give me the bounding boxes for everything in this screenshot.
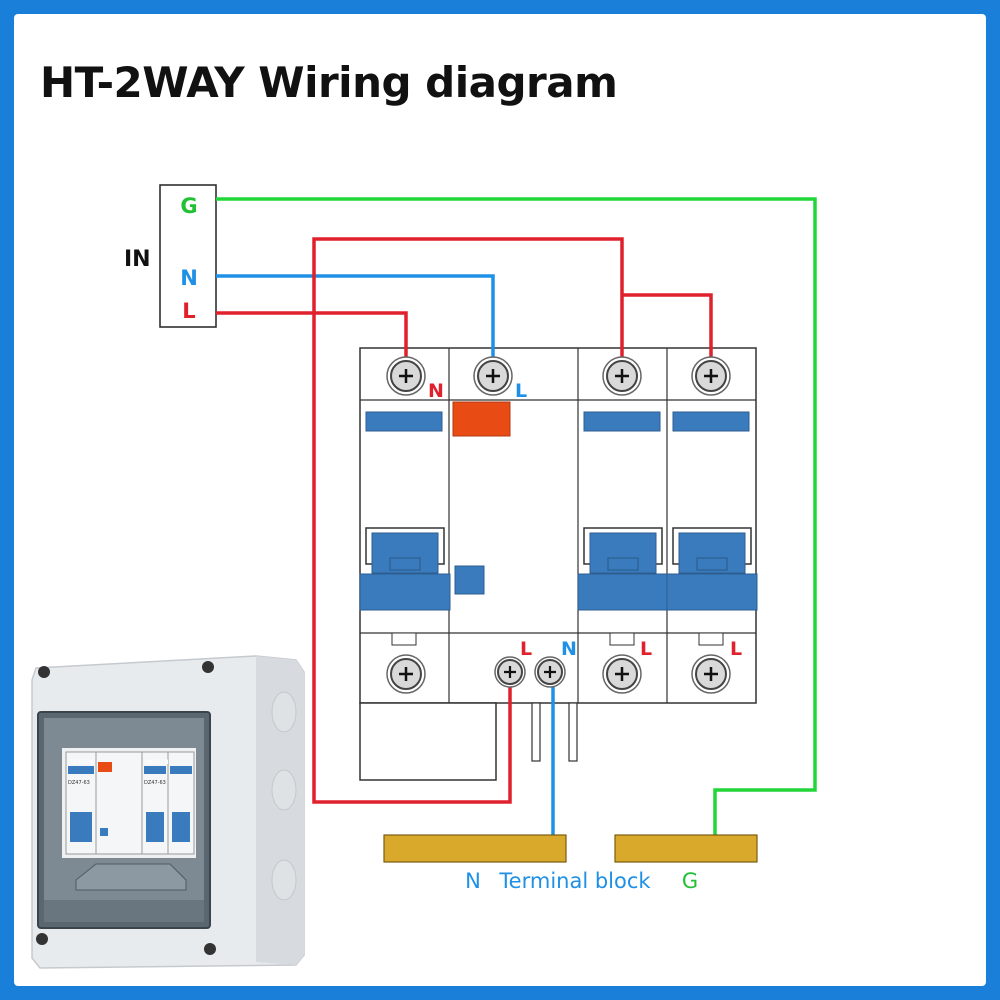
photo-model-label-2: DZ47-63 xyxy=(144,780,166,786)
ground-terminal-block xyxy=(614,834,758,863)
rcbo-bottom-l-screw xyxy=(493,655,527,689)
input-terminal xyxy=(159,184,217,328)
terminal-block-caption: Terminal block xyxy=(498,869,651,893)
rcbo-top-n-screw xyxy=(385,355,427,397)
mcb2-bottom-l-label: L xyxy=(730,638,742,660)
mcb1-bottom-screw xyxy=(601,653,643,695)
page-title: HT-2WAY Wiring diagram xyxy=(40,58,618,107)
neutral-wire-in xyxy=(216,274,495,376)
rcbo-bottom-n-screw xyxy=(533,655,567,689)
rcbo-indicator xyxy=(454,565,485,595)
photo-model-label-1: DZ47-63 xyxy=(68,780,90,786)
input-l-label: L xyxy=(182,299,195,323)
terminal-g-label: G xyxy=(682,869,698,893)
rcbo-bottom-n-label: N xyxy=(561,638,577,660)
mcb2-toggle xyxy=(666,527,758,611)
rcbo-top-l-label: L xyxy=(515,380,527,402)
mcb1-toggle xyxy=(577,527,669,611)
photo-brand-badge-1: MEIGEN xyxy=(70,759,94,766)
rcbo-top-n-label: N xyxy=(428,380,444,402)
mcb1-top-screw xyxy=(601,355,643,397)
input-n-label: N xyxy=(180,266,198,290)
live-wire-mcb2 xyxy=(622,293,713,376)
mcb2-top-screw xyxy=(690,355,732,397)
rcbo-top-l-screw xyxy=(472,355,514,397)
rcbo-bottom-screw xyxy=(385,653,427,695)
input-g-label: G xyxy=(180,194,197,218)
wires xyxy=(216,197,817,835)
photo-brand-badge-2: MEIGEN xyxy=(145,759,169,766)
mcb1-bottom-l-label: L xyxy=(640,638,652,660)
neutral-terminal-block xyxy=(383,834,567,863)
breaker-assembly xyxy=(359,347,758,781)
ground-wire-in xyxy=(216,197,817,835)
rcbo-toggle xyxy=(359,527,451,611)
live-wire-bridge xyxy=(312,237,624,804)
test-button xyxy=(452,401,511,437)
live-wire-in xyxy=(216,311,408,376)
input-label: IN xyxy=(124,247,151,272)
terminal-n-label: N xyxy=(465,869,481,893)
mcb2-bottom-screw xyxy=(690,653,732,695)
rcbo-bottom-l-label: L xyxy=(520,638,532,660)
product-photo-enclosure xyxy=(31,655,305,969)
